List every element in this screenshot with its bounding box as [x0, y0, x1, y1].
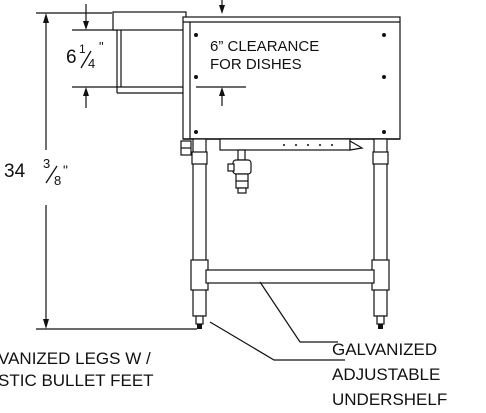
- valve-stem: [237, 149, 246, 161]
- panel-screw: [194, 130, 198, 134]
- left-bullet-foot: [195, 315, 204, 325]
- channel-rivet: [307, 144, 309, 146]
- shelf-top-plate: [112, 11, 187, 31]
- top-arrowhead: [43, 13, 49, 23]
- legs-label-line2: STIC BULLET FEET: [0, 371, 154, 390]
- overhead-shelf: [112, 11, 187, 94]
- channel-rivet: [331, 144, 333, 146]
- shelf-bottom-arrowhead: [83, 87, 89, 96]
- clearance-label-line2: FOR DISHES: [210, 56, 302, 73]
- bottom-arrowhead: [43, 319, 49, 329]
- shelf-height-dimension: 6 1 4 ": [66, 4, 118, 108]
- plumbing-assembly: [180, 138, 364, 194]
- valve-outlet: [237, 187, 247, 194]
- left-foot-pad: [197, 324, 202, 329]
- total-height-denominator: 8: [54, 173, 61, 188]
- undershelf-label-line3: UNDERSHELF: [332, 390, 447, 409]
- valve-inlet: [227, 163, 235, 172]
- undershelf-label-line1: GALVANIZED: [332, 340, 437, 359]
- undershelf-bar: [205, 269, 375, 284]
- undershelf: [205, 269, 375, 284]
- shelf-height-numerator: 1: [79, 42, 86, 56]
- clearance-bottom-arrowhead: [219, 87, 225, 96]
- cabinet-front-panel: [182, 16, 401, 140]
- total-height-dimension: 34 3 8 ": [4, 12, 197, 330]
- shelf-height-fraction-bar: [80, 50, 92, 69]
- right-leg-gusset: [372, 151, 389, 165]
- right-leg: [371, 138, 390, 329]
- shelf-top-arrowhead: [83, 21, 89, 30]
- right-foot-pad: [378, 324, 383, 329]
- undershelf-label-line2: ADJUSTABLE: [332, 365, 440, 384]
- panel-screw: [382, 75, 386, 79]
- total-height-unit: ": [63, 162, 68, 178]
- shelf-height-unit: ": [99, 39, 104, 54]
- right-bullet-foot: [376, 315, 385, 325]
- clearance-top-arrowhead: [219, 5, 225, 14]
- channel-rivet: [319, 144, 321, 146]
- total-height-fraction-bar: [45, 165, 58, 184]
- shelf-height-denominator: 4: [88, 56, 95, 71]
- channel-rivet: [283, 144, 285, 146]
- undershelf-leader-line: [259, 281, 338, 343]
- left-leg-gusset: [191, 151, 208, 165]
- total-height-numerator: 3: [43, 156, 50, 171]
- panel-screw: [382, 33, 386, 37]
- panel-screw: [194, 33, 198, 37]
- cabinet-body: [182, 16, 401, 140]
- clearance-label-line1: 6” CLEARANCE: [210, 38, 319, 55]
- shelf-height-whole: 6: [66, 47, 77, 68]
- legs-leader-line: [209, 321, 345, 361]
- legs-label-line1: VANIZED LEGS W /: [0, 349, 151, 368]
- total-height-whole: 34: [4, 161, 26, 182]
- valve-body: [232, 159, 252, 175]
- clearance-dimension: [196, 0, 246, 106]
- panel-screw: [194, 75, 198, 79]
- panel-screw: [382, 130, 386, 134]
- channel-end-cap: [349, 139, 364, 151]
- channel-rivet: [295, 144, 297, 146]
- drain-channel: [219, 138, 351, 151]
- left-leg: [190, 138, 209, 329]
